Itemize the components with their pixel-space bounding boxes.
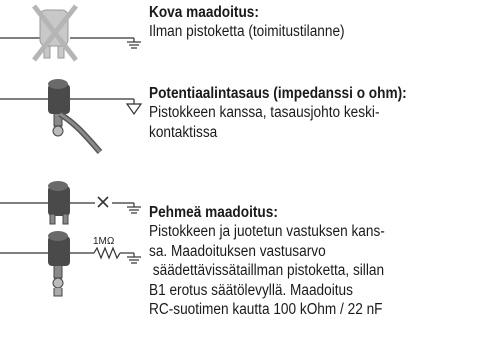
- plug-open-ground-diagram: [0, 181, 141, 225]
- body-line: RC-suotimen kautta 100 kOhm / 22 nF: [149, 301, 383, 318]
- section-body: Ilman pistoketta (toimitustilanne): [149, 22, 479, 42]
- section-body: Pistokkeen kanssa, tasausjohto keski- ko…: [149, 103, 479, 142]
- body-line: kontaktissa: [149, 123, 218, 141]
- section-heading: Potentiaalintasaus (impedanssi o ohm):: [149, 85, 407, 102]
- grounding-diagrams: 1MΩ: [0, 4, 143, 297]
- section-heading: Kova maadoitus:: [149, 4, 259, 21]
- section-equipotential: Potentiaalintasaus (impedanssi o ohm): P…: [149, 84, 479, 142]
- section-soft-ground: Pehmeä maadoitus: Pistokkeen ja juotetun…: [149, 203, 479, 320]
- section-hard-ground: Kova maadoitus: Ilman pistoketta (toimit…: [149, 3, 479, 42]
- body-line: B1 erotus säätölevyllä. Maadoitus: [149, 281, 353, 299]
- body-line: säädettävissätaillman pistoketta, sillan: [149, 262, 385, 279]
- equipotential-diagram: [0, 79, 143, 154]
- body-line: Pistokkeen ja juotetun vastuksen kans-: [149, 223, 385, 240]
- resistor-label: 1MΩ: [93, 236, 115, 247]
- body-line: Ilman pistoketta (toimitustilanne): [149, 23, 345, 40]
- body-line: Pistokkeen kanssa, tasausjohto keski-: [149, 104, 380, 121]
- hard-ground-diagram: [0, 4, 141, 62]
- soft-ground-diagram: 1MΩ: [0, 231, 141, 297]
- body-line: sa. Maadoituksen vastusarvo: [149, 242, 326, 260]
- section-heading: Pehmeä maadoitus:: [149, 204, 278, 221]
- section-body: Pistokkeen ja juotetun vastuksen kans- s…: [149, 222, 479, 320]
